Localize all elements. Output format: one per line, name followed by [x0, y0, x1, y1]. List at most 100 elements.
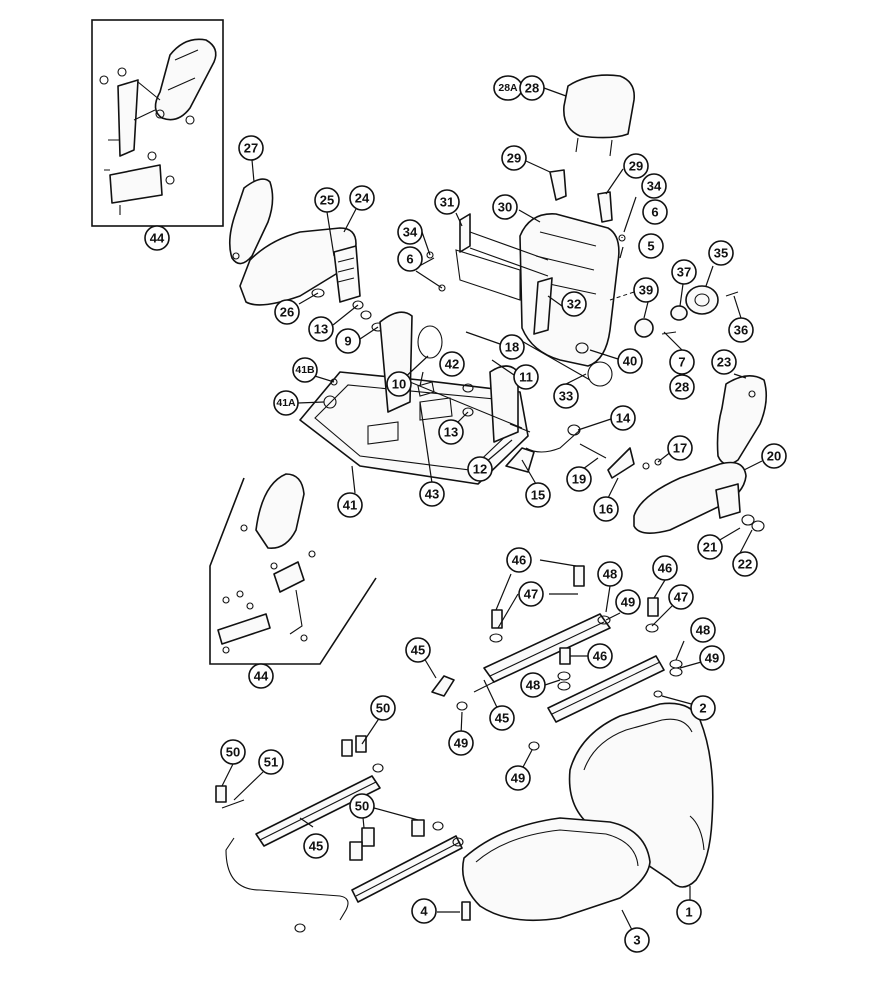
callout-14: 14 — [610, 405, 636, 431]
callout-49: 49 — [505, 765, 531, 791]
callout-37: 37 — [671, 259, 697, 285]
svg-text:45: 45 — [411, 643, 425, 658]
callout-21: 21 — [697, 534, 723, 560]
svg-text:31: 31 — [440, 195, 454, 210]
callout-41b: 41B — [292, 357, 318, 383]
svg-text:49: 49 — [705, 651, 719, 666]
backrest-adjuster-knob — [634, 285, 739, 338]
callout-28a: 28A — [493, 75, 523, 101]
svg-text:49: 49 — [621, 595, 635, 610]
callout-16: 16 — [593, 496, 619, 522]
svg-text:25: 25 — [320, 193, 334, 208]
svg-text:26: 26 — [280, 305, 294, 320]
callout-39: 39 — [633, 277, 659, 303]
callout-23: 23 — [711, 349, 737, 375]
callout-22: 22 — [732, 551, 758, 577]
svg-text:22: 22 — [738, 557, 752, 572]
svg-text:29: 29 — [507, 151, 521, 166]
svg-text:11: 11 — [519, 370, 533, 385]
callout-46: 46 — [652, 555, 678, 581]
callout-48: 48 — [520, 672, 546, 698]
callout-42: 42 — [439, 351, 465, 377]
svg-text:50: 50 — [226, 745, 240, 760]
callout-45: 45 — [489, 705, 515, 731]
callout-5: 5 — [638, 233, 664, 259]
svg-text:45: 45 — [495, 711, 509, 726]
callout-48: 48 — [597, 561, 623, 587]
callout-46: 46 — [587, 643, 613, 669]
svg-text:23: 23 — [717, 355, 731, 370]
callout-25: 25 — [314, 187, 340, 213]
callout-6: 6 — [397, 246, 423, 272]
callout-48: 48 — [690, 617, 716, 643]
svg-text:15: 15 — [531, 488, 545, 503]
callout-41a: 41A — [273, 390, 299, 416]
callout-47: 47 — [518, 581, 544, 607]
svg-text:37: 37 — [677, 265, 691, 280]
svg-text:36: 36 — [734, 323, 748, 338]
callout-49: 49 — [699, 645, 725, 671]
svg-text:16: 16 — [599, 502, 613, 517]
svg-text:32: 32 — [567, 297, 581, 312]
inset-armrest-bracket-mid — [209, 473, 377, 665]
svg-text:9: 9 — [344, 334, 351, 349]
svg-text:44: 44 — [254, 669, 269, 684]
callout-49: 49 — [448, 730, 474, 756]
right-armrest-assembly — [633, 375, 768, 534]
svg-text:49: 49 — [454, 736, 468, 751]
svg-text:41: 41 — [343, 498, 357, 513]
callout-41: 41 — [337, 492, 363, 518]
svg-text:48: 48 — [696, 623, 710, 638]
callout-50: 50 — [370, 695, 396, 721]
left-armrest-assembly — [228, 178, 385, 332]
svg-text:24: 24 — [355, 191, 370, 206]
svg-text:50: 50 — [376, 701, 390, 716]
svg-text:4: 4 — [420, 904, 428, 919]
svg-text:18: 18 — [505, 340, 519, 355]
svg-text:13: 13 — [314, 322, 328, 337]
callout-51: 51 — [258, 749, 284, 775]
svg-text:40: 40 — [623, 354, 637, 369]
callout-44: 44 — [144, 225, 170, 251]
callout-labels: 44 27 25 24 26 13 9 41B 41A 10 42 13 43 … — [144, 75, 787, 953]
callout-1: 1 — [676, 899, 702, 925]
svg-text:34: 34 — [647, 179, 662, 194]
svg-text:51: 51 — [264, 755, 278, 770]
callout-2: 2 — [690, 695, 716, 721]
callout-45: 45 — [303, 833, 329, 859]
svg-text:48: 48 — [526, 678, 540, 693]
callout-47: 47 — [668, 584, 694, 610]
svg-text:5: 5 — [647, 239, 654, 254]
callout-49: 49 — [615, 589, 641, 615]
backrest-frame — [426, 213, 641, 387]
svg-text:30: 30 — [498, 200, 512, 215]
svg-text:10: 10 — [392, 377, 406, 392]
callout-46: 46 — [506, 547, 532, 573]
svg-text:6: 6 — [651, 205, 658, 220]
upper-slide-rails — [431, 565, 683, 751]
callout-17: 17 — [667, 435, 693, 461]
svg-text:48: 48 — [603, 567, 617, 582]
callout-28: 28 — [519, 75, 545, 101]
svg-text:12: 12 — [473, 462, 487, 477]
svg-text:33: 33 — [559, 389, 573, 404]
callout-20: 20 — [761, 443, 787, 469]
callout-19: 19 — [566, 466, 592, 492]
svg-text:39: 39 — [639, 283, 653, 298]
headrest — [549, 74, 636, 223]
callout-33: 33 — [553, 383, 579, 409]
callout-24: 24 — [349, 185, 375, 211]
svg-text:21: 21 — [703, 540, 717, 555]
svg-text:41A: 41A — [276, 397, 296, 409]
callout-32: 32 — [561, 291, 587, 317]
svg-text:34: 34 — [403, 225, 418, 240]
callout-50: 50 — [220, 739, 246, 765]
svg-text:45: 45 — [309, 839, 323, 854]
svg-text:13: 13 — [444, 425, 458, 440]
callout-13: 13 — [308, 316, 334, 342]
svg-text:29: 29 — [629, 159, 643, 174]
callout-9: 9 — [335, 328, 361, 354]
svg-text:46: 46 — [658, 561, 672, 576]
svg-text:28: 28 — [675, 380, 689, 395]
